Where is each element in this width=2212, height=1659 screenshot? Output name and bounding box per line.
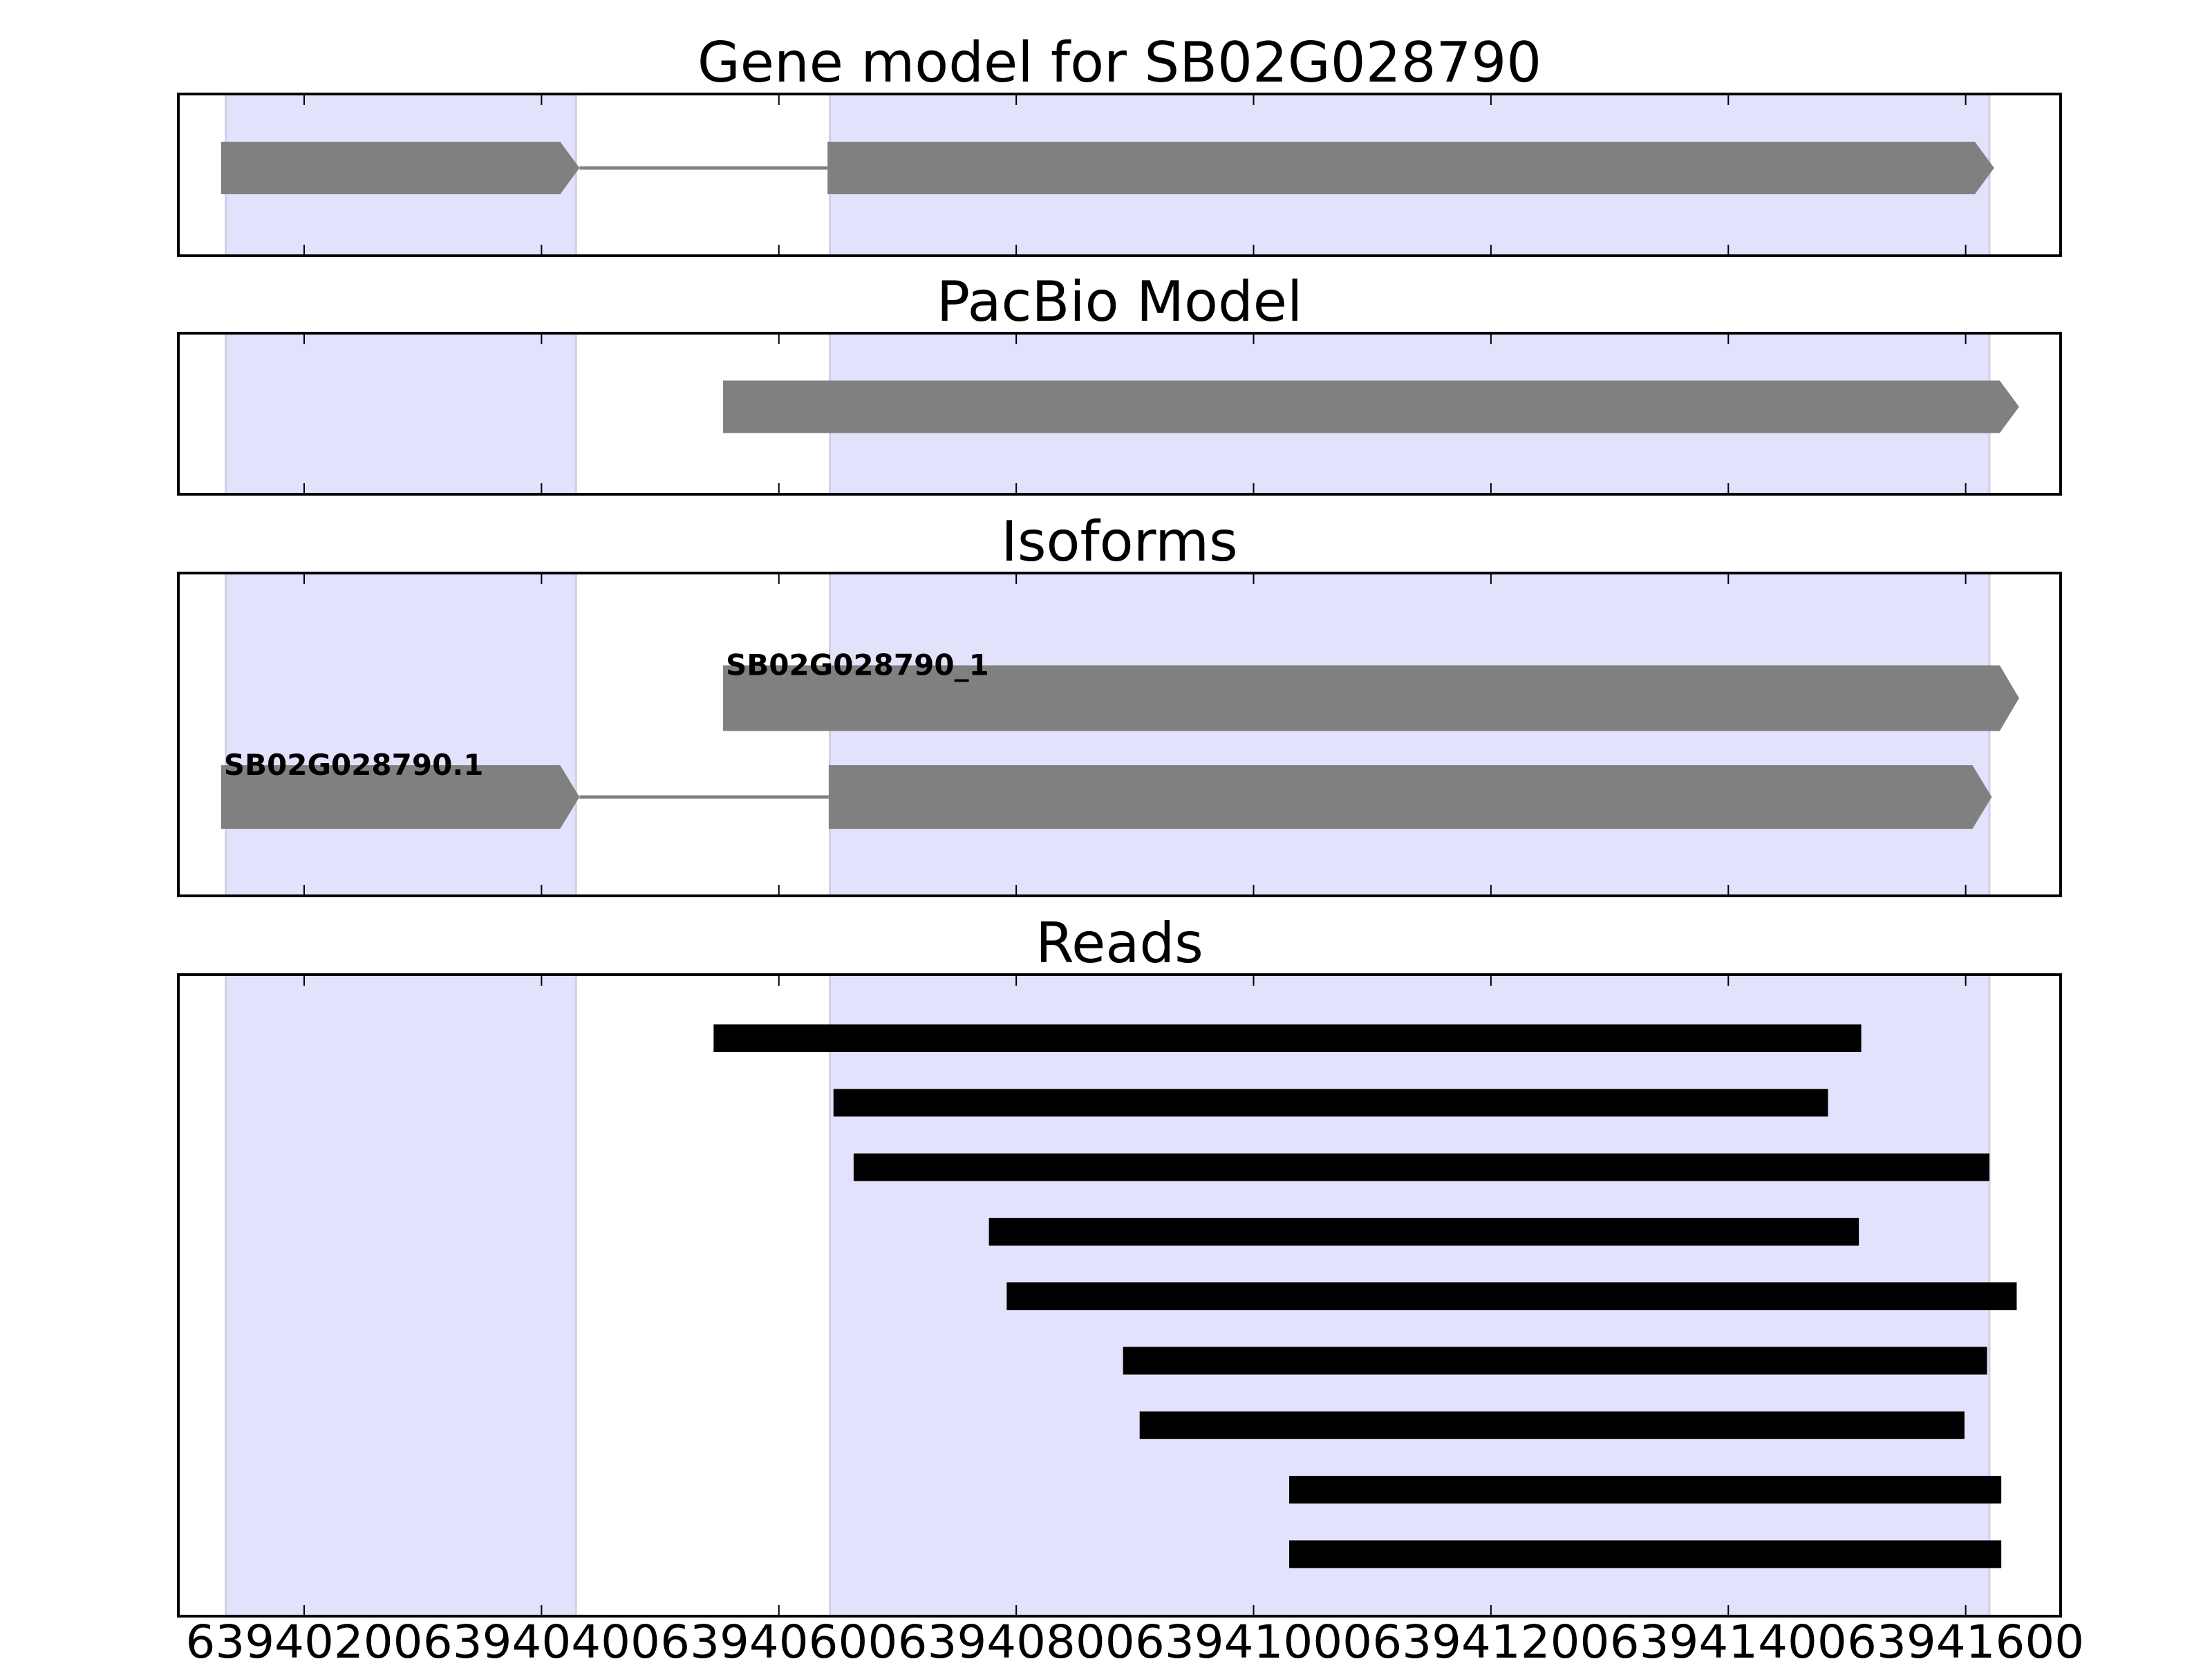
exon-shade xyxy=(829,572,1991,897)
exon-arrow xyxy=(723,665,2019,731)
panel-0: Gene model for SB02G028790 xyxy=(177,30,2062,257)
axes-frame xyxy=(177,332,2062,496)
read-bar xyxy=(1123,1347,1987,1375)
isoform-label: SB02G028790_1 xyxy=(726,648,989,682)
panel-title: Isoforms xyxy=(1001,509,1237,574)
x-tick-label: 63941200 xyxy=(1372,1615,1609,1659)
exon-shade xyxy=(225,973,577,1618)
panel-title: Reads xyxy=(1035,911,1203,975)
x-tick-label: 63941400 xyxy=(1610,1615,1847,1659)
isoform-label: SB02G028790.1 xyxy=(224,748,484,782)
gene-feature xyxy=(221,142,1994,194)
x-tick-label: 63941000 xyxy=(1135,1615,1372,1659)
panel-title: Gene model for SB02G028790 xyxy=(697,30,1541,95)
gene-feature: SB02G028790_1 xyxy=(723,648,2019,731)
x-tick-label: 63941600 xyxy=(1847,1615,2084,1659)
gene-feature xyxy=(723,380,2019,433)
exon-arrow xyxy=(221,765,580,829)
x-tick-label: 63940600 xyxy=(660,1615,897,1659)
read-bar xyxy=(1289,1540,2002,1568)
exon-arrow xyxy=(828,765,1992,829)
read-bar xyxy=(1289,1476,2002,1504)
read-bar xyxy=(1139,1411,1965,1439)
gene-feature: SB02G028790.1 xyxy=(221,748,1992,829)
read-bar xyxy=(713,1024,1862,1052)
read-bar xyxy=(988,1217,1859,1246)
panel-1: PacBio Model xyxy=(177,270,2062,496)
exon-arrow xyxy=(827,142,1994,194)
exon-shade xyxy=(225,332,577,496)
read-bar xyxy=(1006,1282,2017,1311)
exon-arrow xyxy=(723,380,2019,433)
axes-frame xyxy=(177,93,2062,257)
read-bar xyxy=(833,1089,1828,1117)
axes-frame xyxy=(177,572,2062,897)
axes-frame xyxy=(177,973,2062,1618)
x-tick-label: 63940800 xyxy=(898,1615,1135,1659)
read-bar xyxy=(853,1153,1989,1181)
exon-shade xyxy=(225,572,577,897)
panel-title: PacBio Model xyxy=(937,270,1302,334)
exon-arrow xyxy=(221,142,580,194)
x-tick-label: 63940200 xyxy=(185,1615,422,1659)
x-tick-label: 63940400 xyxy=(423,1615,660,1659)
